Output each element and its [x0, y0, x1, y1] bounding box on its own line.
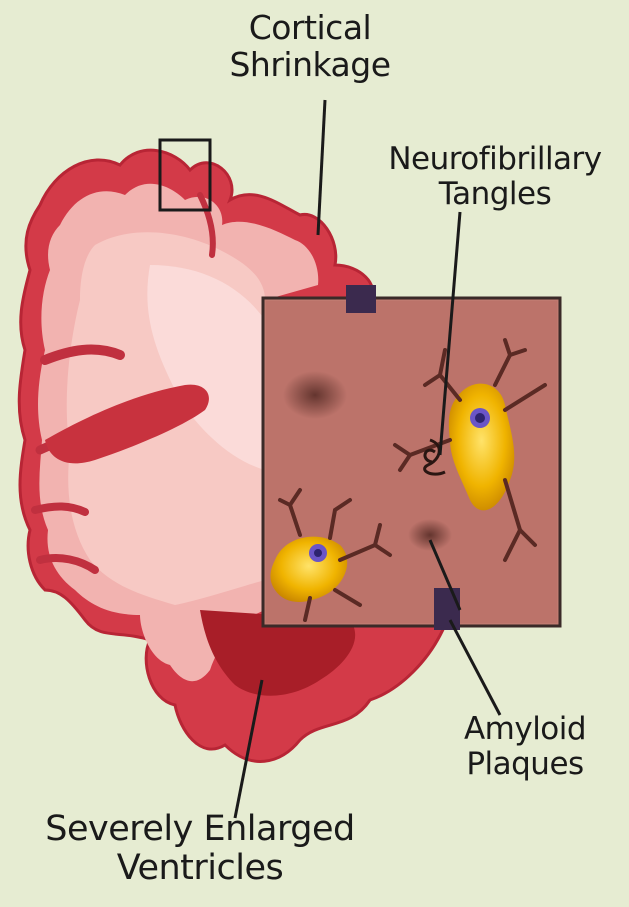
- label-line: Plaques: [440, 747, 610, 782]
- label-line: Amyloid: [440, 712, 610, 747]
- label-line: Shrinkage: [200, 47, 420, 84]
- label-line: Cortical: [200, 10, 420, 47]
- callout-cortical: [318, 100, 325, 235]
- plaque-marker: [434, 588, 460, 630]
- label-line: Severely Enlarged: [20, 810, 380, 849]
- plaque-smudge: [283, 371, 347, 419]
- label-neurofibrillary-tangles: Neurofibrillary Tangles: [360, 142, 629, 211]
- label-cortical-shrinkage: Cortical Shrinkage: [200, 10, 420, 84]
- plaque-smudge: [408, 519, 452, 551]
- plaque-marker: [346, 285, 376, 313]
- label-line: Tangles: [360, 177, 629, 212]
- label-line: Ventricles: [20, 849, 380, 888]
- label-enlarged-ventricles: Severely Enlarged Ventricles: [20, 810, 380, 888]
- label-line: Neurofibrillary: [360, 142, 629, 177]
- callout-plaques: [450, 620, 500, 715]
- label-amyloid-plaques: Amyloid Plaques: [440, 712, 610, 781]
